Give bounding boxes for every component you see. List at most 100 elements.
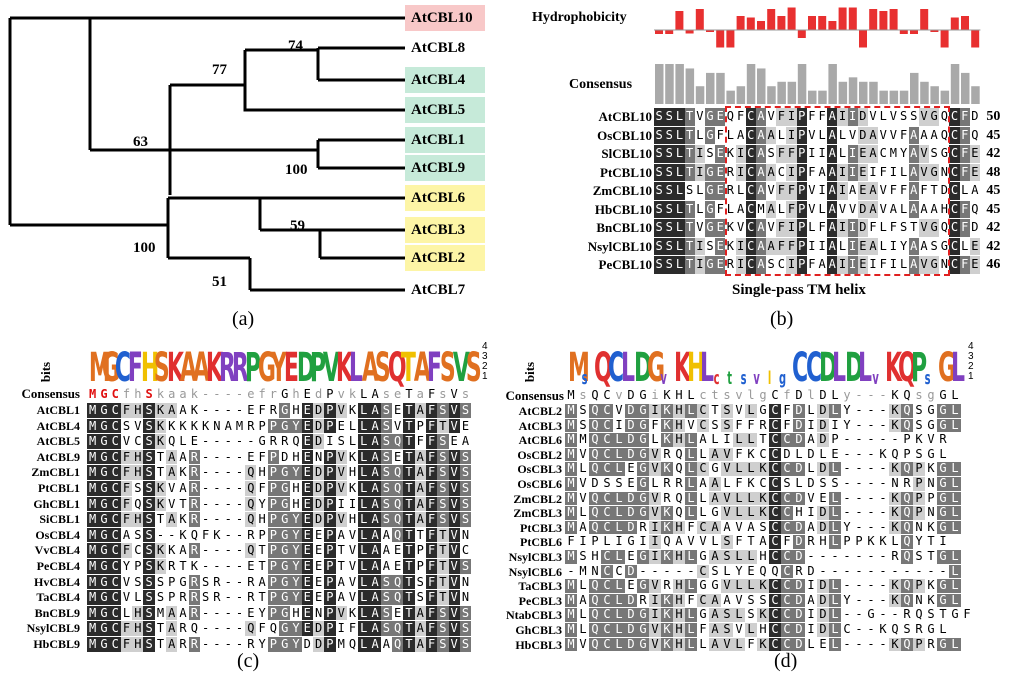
residue: A (369, 449, 381, 465)
residue-count: 42 (986, 238, 1001, 254)
residue: C (109, 434, 121, 449)
residue: S (132, 574, 144, 590)
residue: L (829, 608, 841, 622)
consensus-residue: v (735, 388, 743, 402)
residue: P (324, 449, 336, 465)
logo-letter: D (845, 345, 864, 391)
hydrophobicity-bar (777, 16, 786, 30)
residue: S (143, 590, 155, 605)
residue: D (793, 433, 805, 447)
residue: I (694, 145, 705, 163)
residue: L (685, 623, 697, 637)
residue: C (769, 462, 781, 476)
residue: F (735, 108, 746, 126)
consensus-bar (859, 81, 868, 104)
residue: F (959, 256, 970, 274)
residue: P (796, 126, 807, 144)
residue: - (199, 403, 212, 418)
consensus-residue: L (831, 388, 839, 402)
residue: E (245, 449, 257, 465)
residue: Q (166, 434, 178, 449)
residue: T (403, 574, 415, 590)
residue: Q (589, 520, 601, 535)
residue: D (793, 418, 805, 433)
residue: C (697, 418, 709, 433)
residue: E (829, 447, 841, 462)
residue: V (132, 418, 144, 434)
residue: - (222, 449, 234, 465)
residue: D (301, 637, 313, 652)
residue: L (674, 163, 685, 181)
residue: S (143, 465, 155, 480)
residue: H (346, 512, 359, 527)
residue: - (199, 481, 212, 496)
residue: A (697, 433, 709, 447)
residue: - (154, 527, 167, 543)
residue: L (613, 593, 625, 608)
residue: I (847, 256, 858, 274)
residue: K (346, 449, 359, 465)
residue: V (867, 108, 879, 126)
residue: V (806, 182, 817, 200)
residue: L (745, 433, 757, 447)
residue: L (733, 637, 745, 652)
residue: D (793, 593, 805, 608)
residue: G (925, 623, 937, 637)
residue: V (721, 462, 733, 476)
residue: S (745, 593, 757, 608)
residue: I (805, 623, 817, 637)
residue: V (918, 163, 930, 181)
residue: S (908, 108, 919, 126)
residue: C (459, 543, 472, 558)
residue: S (704, 237, 716, 255)
bootstrap-value: 74 (288, 38, 303, 54)
residue: K (346, 481, 359, 496)
residue: M (87, 496, 99, 512)
residue: Y (290, 512, 302, 527)
consensus-residue: C (603, 388, 611, 402)
residue: K (188, 403, 200, 418)
residue: H (673, 550, 685, 564)
residue: V (697, 535, 709, 549)
residue: - (211, 434, 223, 449)
residue: - (877, 520, 889, 535)
residue: V (577, 477, 589, 491)
residue: - (937, 564, 949, 579)
residue: F (256, 403, 268, 418)
residue: C (745, 237, 756, 255)
residue: P (324, 465, 336, 480)
residue: T (154, 449, 167, 465)
residue: C (781, 579, 793, 593)
residue: A (369, 637, 381, 652)
sequence-name: BnCBL9 (34, 605, 80, 620)
residue: K (154, 496, 167, 512)
residue: L (709, 535, 721, 549)
residue: F (786, 200, 797, 218)
residue: K (889, 593, 901, 608)
residue: E (301, 512, 313, 527)
residue: I (817, 182, 828, 200)
residue: I (847, 145, 858, 163)
residue: D (817, 579, 829, 593)
residue: E (312, 590, 325, 605)
residue: F (878, 256, 889, 274)
residue: G (98, 465, 110, 480)
residue: G (279, 637, 291, 652)
residue: S (459, 465, 472, 480)
residue: P (267, 496, 280, 512)
residue: C (601, 623, 613, 637)
residue: A (867, 145, 879, 163)
residue: P (324, 605, 336, 621)
consensus-bar (899, 90, 909, 104)
residue: C (109, 496, 121, 512)
residue: - (211, 496, 223, 512)
residue: Y (290, 637, 302, 652)
residue: P (267, 574, 280, 590)
residue: S (654, 108, 665, 126)
residue: M (87, 590, 99, 605)
residue: C (769, 535, 781, 549)
residue: - (211, 543, 223, 558)
residue: - (877, 433, 889, 447)
